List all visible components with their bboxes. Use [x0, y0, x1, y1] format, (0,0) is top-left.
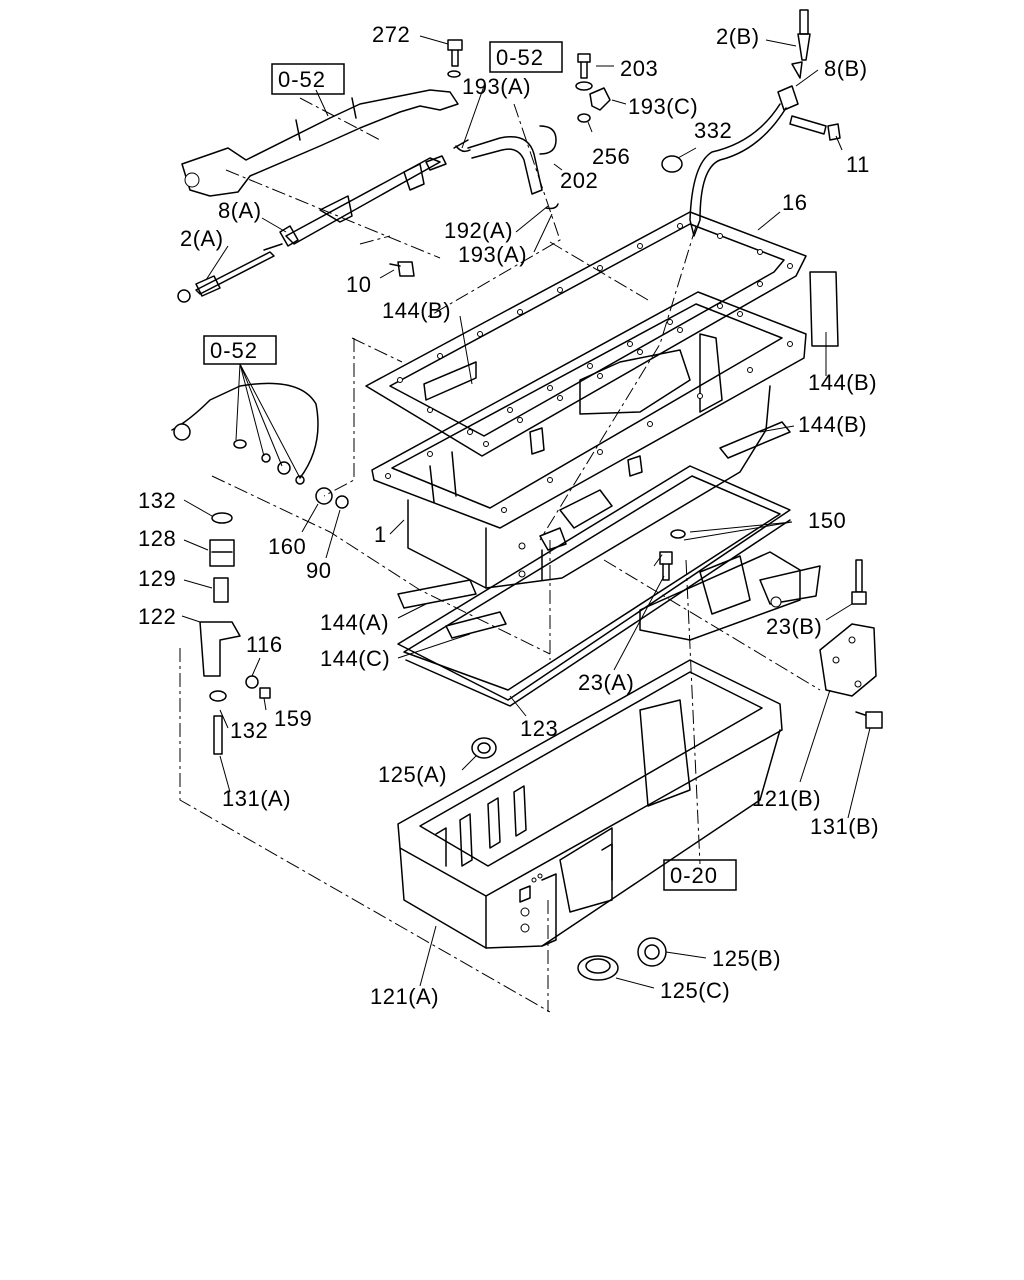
callout-label: 128 — [138, 526, 176, 551]
callout-label: 123 — [520, 716, 558, 741]
callout-label: 129 — [138, 566, 176, 591]
bolt-131b — [855, 711, 883, 729]
reference-box-upper-left: 0-52 — [271, 63, 345, 95]
reference-label: 0-52 — [210, 338, 258, 363]
gasket-123 — [397, 465, 791, 707]
reference-box-lower: 0-20 — [663, 859, 737, 891]
hose-192a — [453, 125, 559, 210]
reference-label: 0-52 — [278, 67, 326, 92]
assembly-chain-lines — [179, 97, 821, 1013]
callout-label: 144(C) — [320, 646, 390, 671]
reference-label: 0-52 — [496, 45, 544, 70]
baffle-plate — [639, 551, 821, 641]
pad-144b-lower — [719, 421, 791, 459]
callout-label: 144(B) — [382, 298, 451, 323]
upper-oil-pan-1 — [371, 291, 807, 589]
pan-flange-holes — [385, 311, 793, 513]
callout-label: 132 — [230, 718, 268, 743]
plug-332 — [661, 155, 683, 173]
callout-label: 144(B) — [808, 370, 877, 395]
bracket-121b — [819, 623, 877, 697]
callout-label: 202 — [560, 168, 598, 193]
pad-144b-left — [423, 361, 477, 401]
callout-label: 144(B) — [798, 412, 867, 437]
reference-box-upper-center: 0-52 — [489, 41, 563, 73]
plug-125a — [471, 737, 497, 759]
callout-label: 122 — [138, 604, 176, 629]
callout-label: 203 — [620, 56, 658, 81]
callout-label: 2(B) — [716, 24, 760, 49]
bolt-10 — [389, 261, 415, 277]
callout-label: 125(C) — [660, 978, 730, 1003]
callout-label: 193(A) — [458, 242, 527, 267]
callout-label: 90 — [306, 558, 331, 583]
callout-label: 121(B) — [752, 786, 821, 811]
callout-label: 159 — [274, 706, 312, 731]
callout-label: 8(B) — [824, 56, 868, 81]
callout-label: 10 — [346, 272, 371, 297]
pad-144a — [397, 579, 477, 609]
lower-oil-pan-121a — [397, 659, 783, 949]
plug-125b — [637, 937, 667, 967]
banjo-fitting-assembly — [575, 53, 611, 123]
callout-label: 150 — [808, 508, 846, 533]
bolt-150 — [670, 529, 686, 539]
callout-label: 8(A) — [218, 198, 262, 223]
callout-label: 193(A) — [462, 74, 531, 99]
bolt-23b — [851, 559, 867, 605]
callout-label: 272 — [372, 22, 410, 47]
callout-label: 144(A) — [320, 610, 389, 635]
callout-label: 2(A) — [180, 226, 224, 251]
bolt-272 — [447, 39, 463, 78]
callout-label: 1 — [374, 522, 387, 547]
callout-label: 23(B) — [766, 614, 822, 639]
pad-144b-right — [809, 271, 839, 347]
callout-label: 125(A) — [378, 762, 447, 787]
callout-label: 116 — [246, 632, 283, 657]
callout-label: 121(A) — [370, 984, 439, 1009]
gasket-16 — [365, 211, 807, 457]
reference-label: 0-20 — [670, 863, 718, 888]
dipstick-a — [177, 243, 283, 303]
gasket-holes — [397, 223, 793, 447]
callout-label: 131(A) — [222, 786, 291, 811]
bolt-23a — [659, 551, 673, 581]
callout-label: 132 — [138, 488, 176, 513]
callout-label: 11 — [846, 152, 870, 177]
callout-label: 160 — [268, 534, 306, 559]
reference-box-left: 0-52 — [203, 335, 277, 365]
dipstick-b — [689, 9, 841, 237]
leader-lines — [181, 35, 871, 989]
callout-label: 16 — [782, 190, 807, 215]
callout-labels: 272 203 193(A) 193(C) 256 202 2(B) 8(B) … — [138, 22, 879, 1009]
callout-label: 131(B) — [810, 814, 879, 839]
engine-mount-assembly — [171, 382, 349, 755]
callout-label: 125(B) — [712, 946, 781, 971]
callout-label: 256 — [592, 144, 630, 169]
callout-label: 192(A) — [444, 218, 513, 243]
callout-label: 23(A) — [578, 670, 634, 695]
plug-125c — [577, 955, 619, 981]
pad-144c — [445, 611, 507, 639]
callout-label: 193(C) — [628, 94, 698, 119]
callout-label: 332 — [694, 118, 732, 143]
dipstick-guide-tube-assembly — [181, 89, 459, 247]
